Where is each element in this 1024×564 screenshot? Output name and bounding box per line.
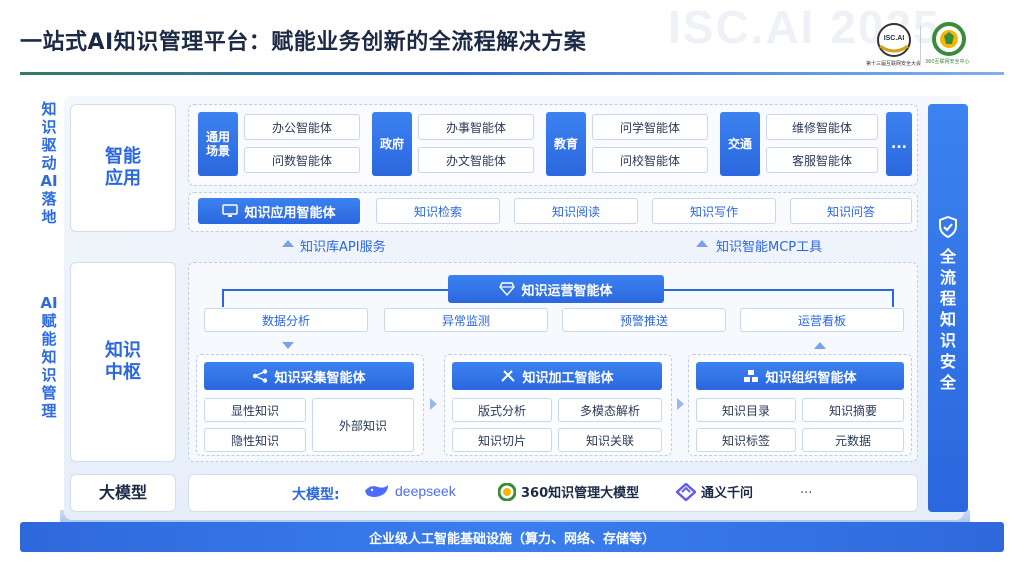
caption-ai-empowers: AI赋能知识管理 <box>40 294 58 420</box>
scenario-item: 办文智能体 <box>418 147 534 173</box>
process-item: 多模态解析 <box>558 398 662 422</box>
360-logo-icon <box>498 482 516 501</box>
process-item: 知识切片 <box>452 428 552 452</box>
process-agent-header: 知识加工智能体 <box>452 362 662 390</box>
scenario-item: 问学智能体 <box>592 114 708 140</box>
llm-row-label: 大模型: <box>292 487 340 503</box>
layer-app-text: 智能应用 <box>105 146 141 189</box>
category-general: 通用场景 <box>198 112 238 176</box>
scenario-item: 办公智能体 <box>244 114 360 140</box>
ops-item: 异常监测 <box>384 308 548 332</box>
page-title: 一站式AI知识管理平台：赋能业务创新的全流程解决方案 <box>20 30 587 55</box>
up-arrow-icon <box>282 240 294 247</box>
knowledge-app-agent-header: 知识应用智能体 <box>198 198 360 224</box>
api-service-label: 知识库API服务 <box>300 240 386 255</box>
model-360-label: 360知识管理大模型 <box>521 486 640 501</box>
ops-agent-header: 知识运营智能体 <box>448 275 664 303</box>
header-divider <box>20 72 1004 75</box>
mcp-tool-label: 知识智能MCP工具 <box>716 240 823 255</box>
collect-item: 隐性知识 <box>204 428 306 452</box>
diamond-icon <box>499 282 516 296</box>
knowledge-app-item: 知识阅读 <box>514 198 638 224</box>
model-tongyi: 通义千问 <box>676 482 753 501</box>
ops-connector-line <box>222 289 224 307</box>
collect-agent-label: 知识采集智能体 <box>274 370 366 386</box>
up-arrow-icon <box>814 342 826 349</box>
shield-icon <box>939 216 957 238</box>
organize-item: 知识摘要 <box>802 398 904 422</box>
ops-item: 运营看板 <box>740 308 904 332</box>
logo1-text: ISC.AI <box>884 35 905 42</box>
model-deepseek: deepseek <box>364 483 456 499</box>
organize-item: 知识标签 <box>696 428 796 452</box>
scenario-item: 维修智能体 <box>766 114 878 140</box>
collect-agent-header: 知识采集智能体 <box>204 362 414 390</box>
right-arrow-icon <box>430 398 437 410</box>
logo1-caption: 第十三届互联网安全大会 <box>866 61 922 67</box>
category-government: 政府 <box>372 112 412 176</box>
model-360: 360知识管理大模型 <box>498 482 639 501</box>
more-models: ... <box>800 482 813 497</box>
tools-icon <box>501 370 516 382</box>
process-item: 版式分析 <box>452 398 552 422</box>
organize-item: 元数据 <box>802 428 904 452</box>
scenario-item: 办事智能体 <box>418 114 534 140</box>
tongyi-logo-icon <box>676 482 696 501</box>
scenario-item: 问校智能体 <box>592 147 708 173</box>
up-arrow-icon <box>696 240 708 247</box>
collect-item: 外部知识 <box>312 398 414 452</box>
knowledge-app-agent-label: 知识应用智能体 <box>244 205 336 221</box>
security-label: 全流程知识安全 <box>939 247 956 392</box>
infrastructure-bar: 企业级人工智能基础设施（算力、网络、存储等） <box>20 522 1004 552</box>
llm-zone <box>188 474 918 512</box>
360-security-logo <box>932 22 966 56</box>
category-education: 教育 <box>546 112 586 176</box>
collect-item: 显性知识 <box>204 398 306 422</box>
logo-divider <box>920 26 921 62</box>
process-item: 知识关联 <box>558 428 662 452</box>
monitor-icon <box>222 204 239 217</box>
right-arrow-icon <box>677 398 684 410</box>
process-agent-label: 知识加工智能体 <box>522 370 614 386</box>
layer-label-app: 智能应用 <box>70 104 176 232</box>
whale-icon <box>365 485 388 497</box>
isc-ai-logo: ISC.AI <box>876 22 912 58</box>
layer-label-hub: 知识中枢 <box>70 262 176 462</box>
knowledge-app-item: 知识问答 <box>790 198 912 224</box>
more-scenarios: ... <box>886 112 912 176</box>
ops-agent-label: 知识运营智能体 <box>521 283 613 299</box>
cubes-icon <box>744 370 759 382</box>
security-pillar: 全流程知识安全 <box>928 104 968 512</box>
organize-agent-label: 知识组织智能体 <box>765 370 857 386</box>
category-transport: 交通 <box>720 112 760 176</box>
organize-agent-header: 知识组织智能体 <box>696 362 904 390</box>
ops-item: 预警推送 <box>562 308 726 332</box>
layer-label-llm: 大模型 <box>70 474 176 512</box>
knowledge-app-item: 知识写作 <box>652 198 776 224</box>
ops-connector-line <box>892 289 894 307</box>
organize-item: 知识目录 <box>696 398 796 422</box>
ops-item: 数据分析 <box>204 308 368 332</box>
logo2-caption: 360互联网安全中心 <box>925 59 970 65</box>
model-deepseek-label: deepseek <box>395 483 456 499</box>
scenario-item: 客服智能体 <box>766 147 878 173</box>
caption-knowledge-driven: 知识驱动AI落地 <box>40 100 58 226</box>
share-icon <box>253 369 268 383</box>
knowledge-app-item: 知识检索 <box>376 198 500 224</box>
layer-hub-text: 知识中枢 <box>105 340 141 383</box>
down-arrow-icon <box>282 342 294 349</box>
model-tongyi-label: 通义千问 <box>701 486 754 501</box>
scenario-item: 问数智能体 <box>244 147 360 173</box>
